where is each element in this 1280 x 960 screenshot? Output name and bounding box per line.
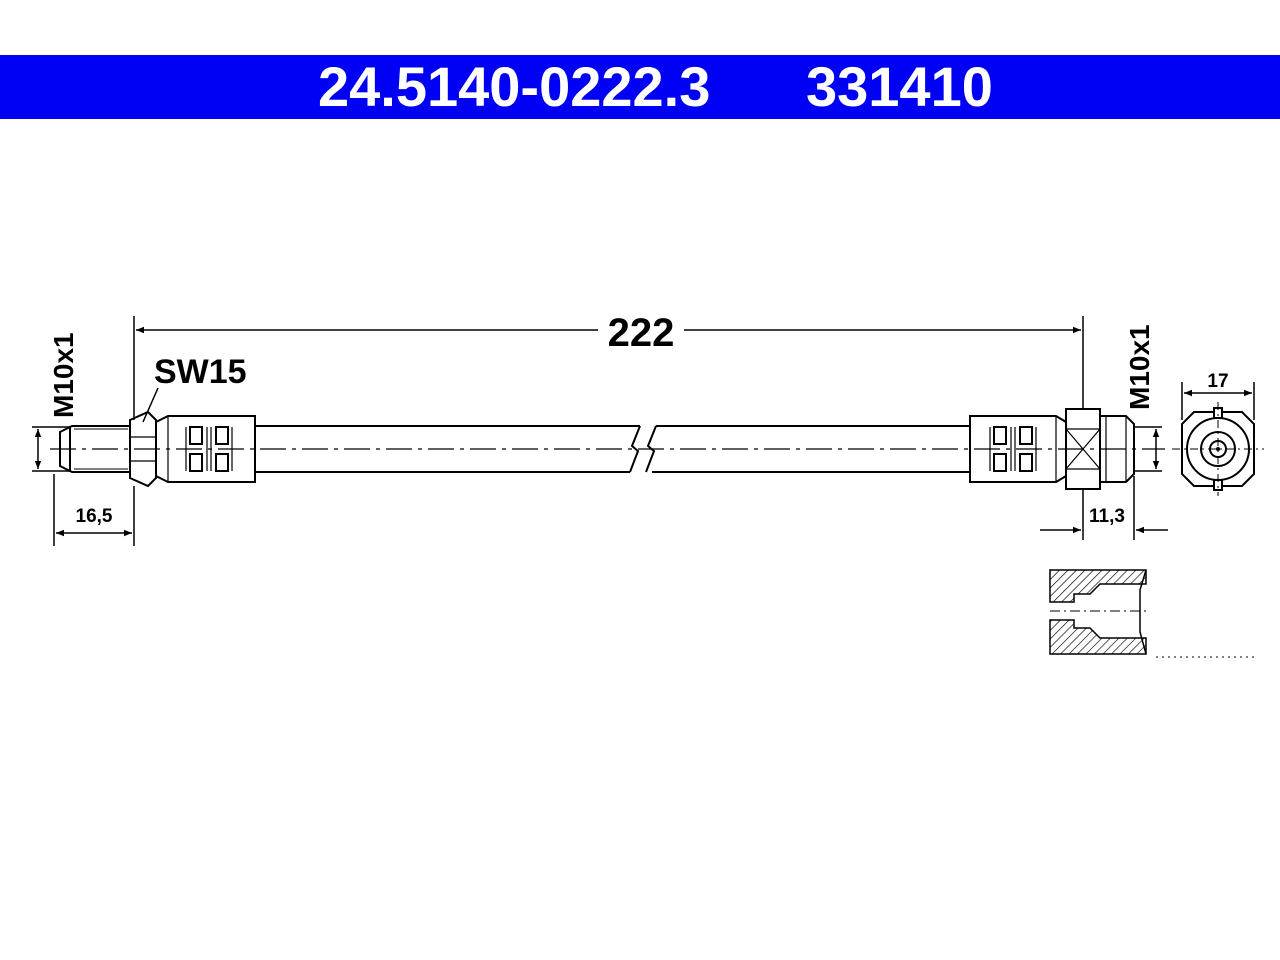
- overall-length-label: 222: [608, 311, 675, 355]
- overall-length-dimension: 222: [133, 311, 1084, 420]
- part-number: 24.5140-0222.3: [318, 55, 711, 118]
- end-view-diameter-label: 17: [1207, 371, 1228, 392]
- right-thread-dimension: M10x1: [1124, 324, 1162, 472]
- port-section-detail: [1049, 569, 1254, 658]
- header-banner: 24.5140-0222.3 331410: [0, 55, 1280, 119]
- left-fitting-length-dimension: 16,5: [53, 474, 135, 546]
- wrench-size-label: SW15: [154, 353, 247, 391]
- left-thread-dimension: M10x1: [32, 332, 79, 472]
- reference-number: 331410: [806, 55, 993, 118]
- wrench-size-callout: SW15: [142, 353, 247, 423]
- hose-body: [255, 425, 970, 473]
- right-fitting-length-dimension: 11,3: [1040, 476, 1168, 540]
- right-thread-label: M10x1: [1124, 324, 1155, 410]
- left-fitting-length-label: 16,5: [76, 506, 113, 527]
- end-view: 17: [1172, 371, 1264, 496]
- left-thread-label: M10x1: [48, 332, 79, 418]
- right-fitting-length-label: 11,3: [1089, 506, 1125, 527]
